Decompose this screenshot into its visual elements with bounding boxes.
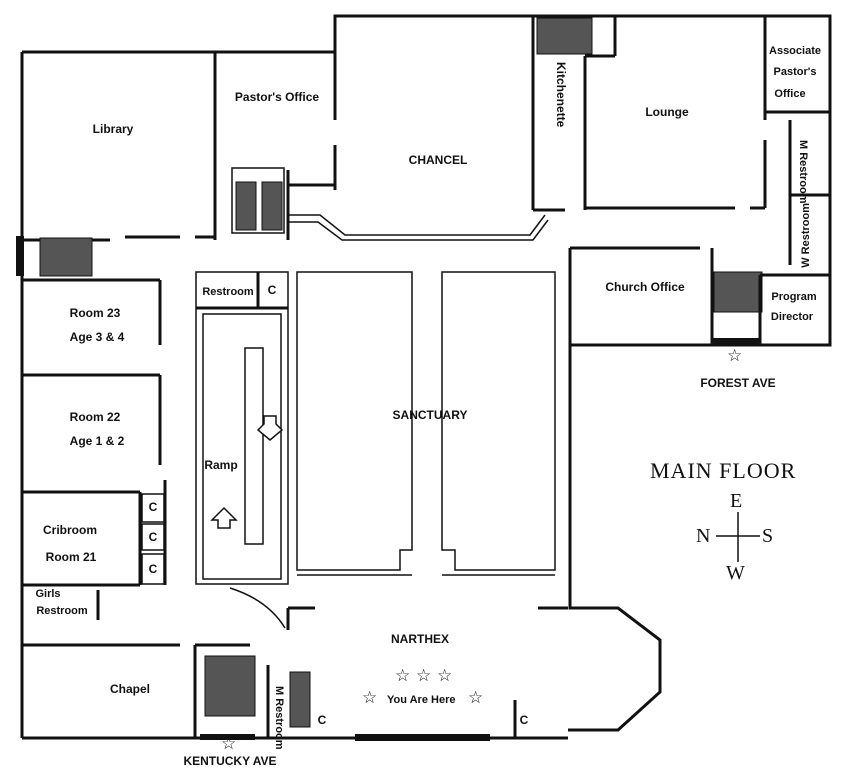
forest-ave-label: FOREST AVE bbox=[700, 376, 776, 390]
sanctuary-label: SANCTUARY bbox=[392, 408, 468, 422]
chancel-label: CHANCEL bbox=[408, 153, 468, 167]
kitchenette-label: Kitchenette bbox=[554, 62, 568, 128]
library-label: Library bbox=[92, 122, 134, 136]
northwest-walls bbox=[22, 52, 549, 242]
pastors-office-label: Pastor's Office bbox=[234, 90, 320, 104]
kentucky-entrance-star-icon: ☆ bbox=[221, 734, 237, 754]
room23-label-1: Room 23 bbox=[69, 306, 121, 320]
narthex-label: NARTHEX bbox=[390, 632, 450, 646]
girls-restroom-label-1: Girls bbox=[35, 588, 61, 600]
ramp-block bbox=[195, 271, 315, 630]
w-restroom-east-label: W Restroom bbox=[800, 203, 812, 268]
forest-entrance-star-icon: ☆ bbox=[727, 346, 743, 366]
closet-label: C bbox=[148, 530, 158, 544]
associate-label-3: Office bbox=[774, 88, 806, 100]
m-restroom-west-label: M Restroom bbox=[273, 686, 285, 750]
room22-label-1: Room 22 bbox=[69, 410, 121, 424]
lounge-label: Lounge bbox=[645, 105, 689, 119]
associate-label-1: Associate bbox=[769, 45, 821, 57]
star-icon: ☆ bbox=[395, 666, 411, 686]
northeast-walls bbox=[531, 16, 830, 345]
room22-label-2: Age 1 & 2 bbox=[69, 434, 125, 448]
closet-label: C bbox=[317, 713, 327, 727]
west-classroom-walls bbox=[22, 278, 270, 738]
stairs bbox=[39, 17, 763, 728]
sanctuary-pews bbox=[296, 271, 568, 738]
map-title: MAIN FLOOR bbox=[650, 458, 797, 483]
compass-cross bbox=[716, 512, 760, 562]
compass-west-label: W bbox=[726, 562, 745, 584]
program-label-2: Director bbox=[770, 311, 814, 323]
program-label-1: Program bbox=[771, 291, 817, 303]
cribroom-label-1: Cribroom bbox=[43, 523, 97, 537]
closet-label: C bbox=[267, 283, 277, 297]
closet-label: C bbox=[148, 500, 158, 514]
compass-east-label: E bbox=[730, 490, 743, 512]
ramp-label: Ramp bbox=[204, 458, 238, 472]
outer-walls bbox=[16, 14, 832, 741]
star-icon: ☆ bbox=[416, 666, 432, 686]
church-office-label: Church Office bbox=[605, 280, 685, 294]
star-icon: ☆ bbox=[437, 666, 453, 686]
restroom-north-label: Restroom bbox=[202, 286, 254, 298]
m-restroom-east-label: M Restroom bbox=[797, 140, 809, 204]
star-icon: ☆ bbox=[362, 688, 378, 708]
closet-label: C bbox=[148, 562, 158, 576]
room23-label-2: Age 3 & 4 bbox=[69, 330, 125, 344]
associate-label-2: Pastor's bbox=[773, 66, 817, 78]
you-are-here-label: You Are Here bbox=[387, 694, 456, 706]
girls-restroom-label-2: Restroom bbox=[36, 605, 88, 617]
cribroom-label-2: Room 21 bbox=[45, 550, 97, 564]
star-icon: ☆ bbox=[468, 688, 484, 708]
compass-south-label: S bbox=[762, 525, 774, 547]
kentucky-ave-label: KENTUCKY AVE bbox=[183, 754, 277, 768]
compass-north-label: N bbox=[696, 525, 711, 547]
closet-label: C bbox=[519, 713, 529, 727]
chapel-label: Chapel bbox=[109, 682, 151, 696]
